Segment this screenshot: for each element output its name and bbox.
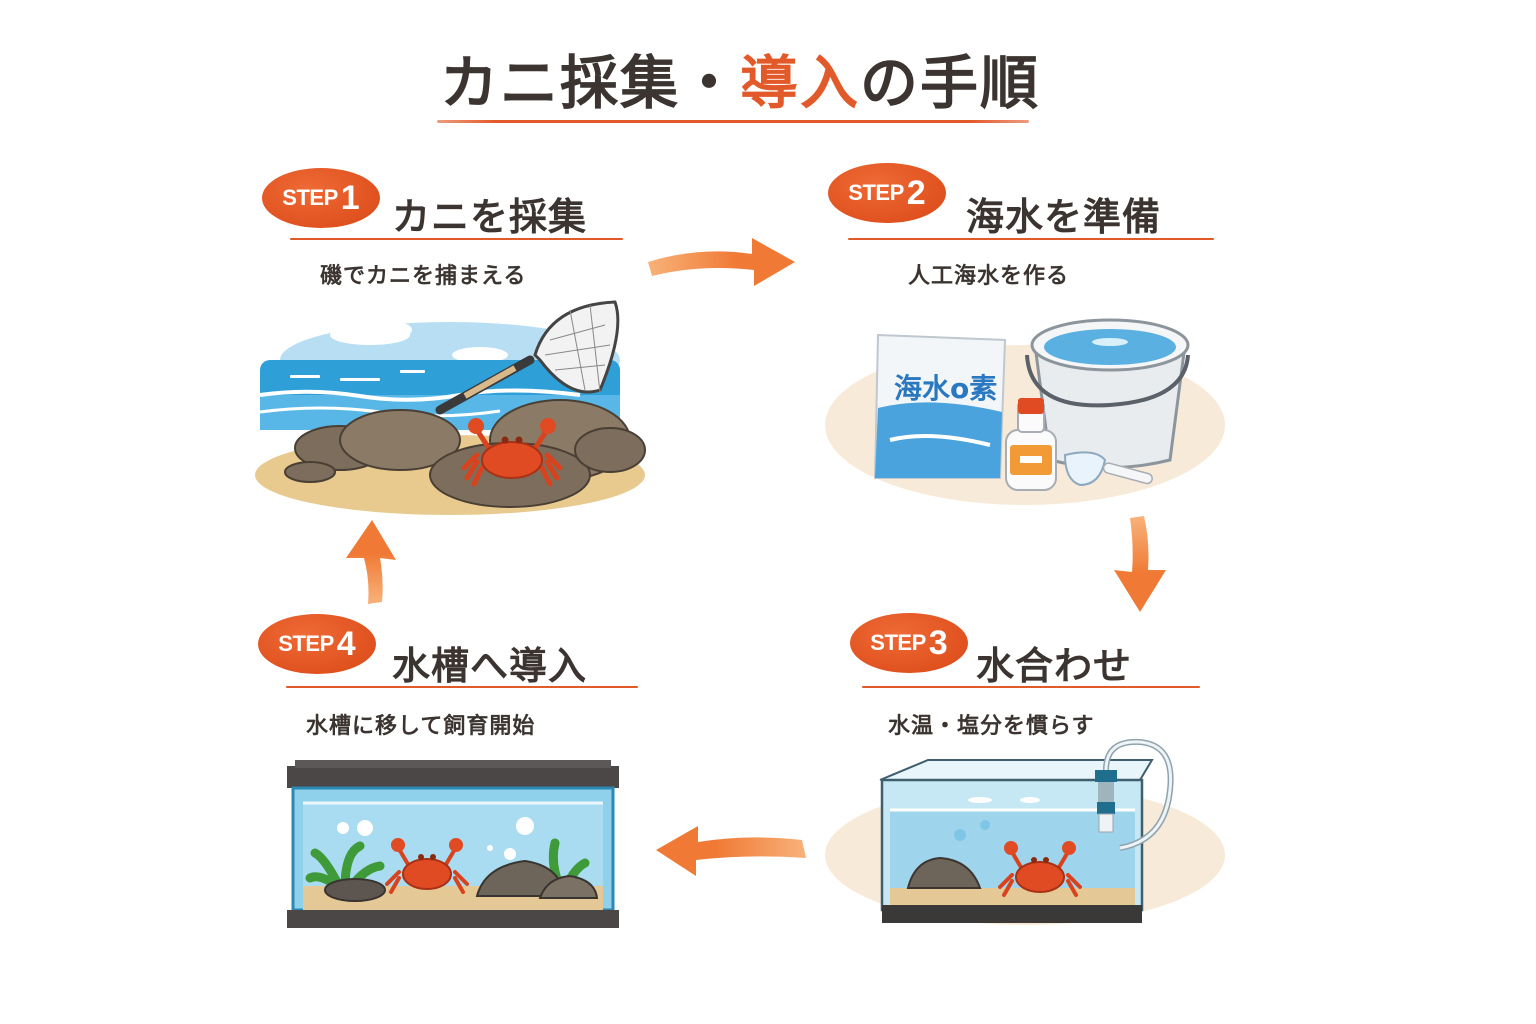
- page-title: カニ採集・導入の手順: [440, 48, 1038, 118]
- step-title: 水合わせ: [976, 644, 1133, 688]
- step-divider: [286, 686, 638, 688]
- step-title: 海水を準備: [966, 195, 1162, 239]
- step-divider: [862, 686, 1200, 688]
- arrow-left-icon: [656, 826, 806, 876]
- bag-label: 海水o素: [894, 372, 997, 405]
- arrow-right-icon: [648, 238, 795, 286]
- acclimation-tank-illustration: [825, 738, 1225, 925]
- step-subtitle: 磯でカニを捕まえる: [320, 264, 527, 289]
- step-subtitle: 水温・塩分を慣らす: [888, 714, 1095, 739]
- step-subtitle: 水槽に移して飼育開始: [306, 714, 536, 739]
- step-divider: [848, 238, 1214, 240]
- title-part2: の手順: [860, 49, 1041, 117]
- arrow-up-icon: [346, 520, 396, 604]
- aquarium-illustration: [287, 760, 619, 928]
- title-part1: カニ採集・: [440, 49, 741, 117]
- arrow-down-icon: [1114, 516, 1166, 612]
- step-title: 水槽へ導入: [392, 644, 588, 688]
- step-divider: [290, 238, 623, 240]
- step-subtitle: 人工海水を作る: [908, 264, 1070, 289]
- step-title: カニを採集: [392, 195, 588, 239]
- title-accent: 導入: [740, 49, 861, 117]
- sea-salt-bucket-illustration: 海水o素: [825, 318, 1225, 505]
- title-underline: [437, 120, 1029, 123]
- beach-crab-net-illustration: [255, 300, 646, 515]
